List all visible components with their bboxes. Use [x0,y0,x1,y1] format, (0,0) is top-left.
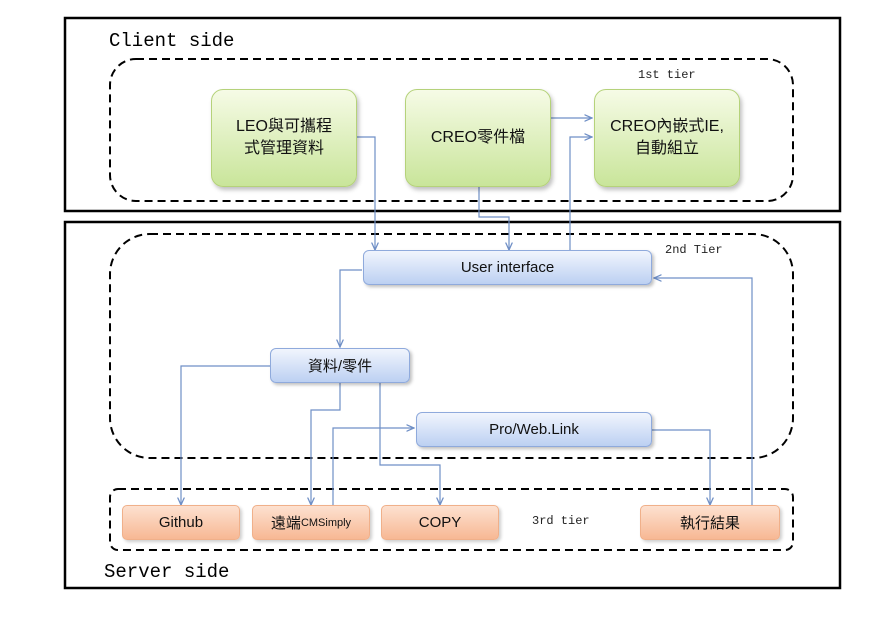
tier1-label: 1st tier [638,68,696,82]
connector-data-to-remote [311,382,341,505]
connector-weblink-to-result [652,429,710,505]
client-side-label: Client side [109,30,235,52]
connector-data-to-github [181,365,270,505]
node-remote-prefix: 遠端 [270,515,301,532]
node-copy-label: COPY [418,514,462,531]
node-data-part: 資料/零件 [270,348,410,383]
tier3-dashed-frame [109,488,794,551]
node-pro-web-link: Pro/Web.Link [416,412,652,447]
node-github-label: Github [158,514,204,531]
node-github: Github [122,505,240,540]
client-side-frame [63,16,842,213]
node-result: 執行結果 [640,505,780,540]
tier2-dashed-frame [109,233,794,459]
node-data-part-label: 資料/零件 [307,358,373,375]
node-pro-web-link-label: Pro/Web.Link [489,421,579,438]
connector-leo-to-ui [357,136,375,250]
connector-result-to-ui [654,278,753,505]
node-leo-data-label: LEO與可攜程 式管理資料 [235,118,333,157]
tier2-label: 2nd Tier [665,243,723,257]
server-side-frame [63,220,842,590]
node-creo-part-label: CREO零件檔 [430,129,526,146]
tier1-dashed-frame [109,58,794,202]
connector-ui-to-ie [569,137,592,250]
node-copy: COPY [381,505,499,540]
connector-ui-to-data [340,269,362,347]
tier3-label: 3rd tier [532,514,590,528]
server-side-label: Server side [104,561,230,583]
connector-remote-to-weblink [332,428,414,505]
node-leo-data: LEO與可攜程 式管理資料 [211,89,357,187]
node-user-interface: User interface [363,250,652,285]
connector-creo-part-to-ui [478,187,509,250]
node-user-interface-label: User interface [460,259,555,276]
node-creo-ie-label: CREO內嵌式IE, 自動組立 [610,118,724,157]
node-result-label: 執行結果 [679,515,740,532]
node-creo-ie: CREO內嵌式IE, 自動組立 [594,89,740,187]
node-remote-suffix: CMSimply [300,516,352,529]
node-creo-part: CREO零件檔 [405,89,551,187]
connector-data-to-copy [379,382,440,505]
